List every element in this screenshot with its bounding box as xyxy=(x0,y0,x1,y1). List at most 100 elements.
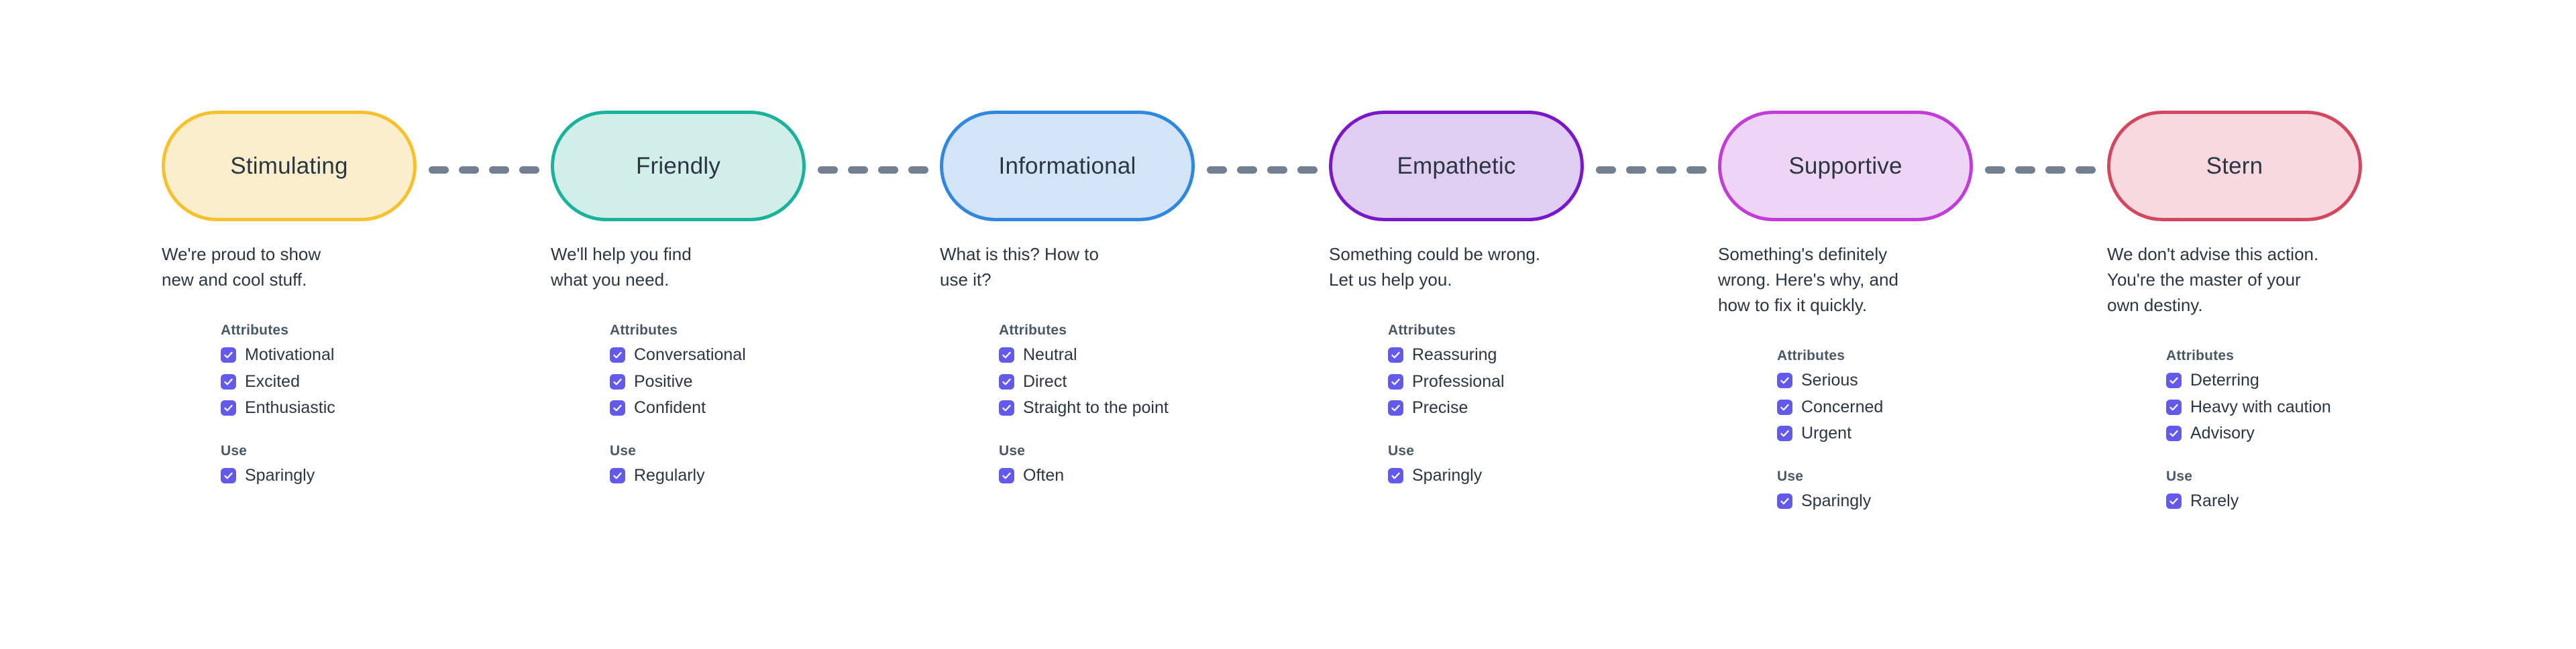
checkmark-icon[interactable] xyxy=(999,400,1014,416)
checkmark-icon[interactable] xyxy=(1777,399,1792,415)
checkbox-label: Serious xyxy=(1801,371,1858,390)
attributes-heading: Attributes xyxy=(999,322,1067,338)
checkbox-row[interactable]: Conversational xyxy=(610,345,806,365)
checkmark-icon[interactable] xyxy=(221,400,236,416)
checkmark-icon[interactable] xyxy=(1388,467,1403,483)
checkmark-icon[interactable] xyxy=(2166,493,2182,509)
checkbox-row[interactable]: Neutral xyxy=(999,345,1195,365)
checkbox-row[interactable]: Deterring xyxy=(2166,371,2362,390)
checkbox-row[interactable]: Sparingly xyxy=(1388,466,1584,485)
use-heading: Use xyxy=(2166,468,2193,484)
connector-dash xyxy=(1297,166,1318,174)
checkmark-icon[interactable] xyxy=(1388,347,1403,363)
connector-dash xyxy=(458,166,479,174)
checkbox-row[interactable]: Motivational xyxy=(221,345,417,365)
tone-description: Something could be wrong. Let us help yo… xyxy=(1329,244,1541,290)
attributes-heading: Attributes xyxy=(1777,348,1845,363)
checkbox-row[interactable]: Professional xyxy=(1388,372,1584,392)
use-heading: Use xyxy=(999,442,1026,459)
checkbox-label: Conversational xyxy=(634,345,746,364)
dashed-line-icon xyxy=(1201,166,1322,174)
checkbox-label: Sparingly xyxy=(1801,491,1872,510)
checkmark-icon[interactable] xyxy=(999,467,1014,483)
connector-dash xyxy=(1267,166,1287,174)
checkbox-label: Regularly xyxy=(634,465,705,485)
checkbox-row[interactable]: Concerned xyxy=(1777,398,1973,417)
checkbox-row[interactable]: Heavy with caution xyxy=(2166,398,2362,417)
checkmark-icon[interactable] xyxy=(999,347,1014,363)
checkbox-label: Reassuring xyxy=(1412,345,1497,364)
tone-description: We'll help you find what you need. xyxy=(551,244,692,290)
tone-pill[interactable]: Empathetic xyxy=(1329,111,1584,221)
connector-dash xyxy=(519,166,539,174)
pill-row: Stimulating xyxy=(162,111,539,221)
tone-pill-label: Informational xyxy=(998,153,1136,179)
tone-pill[interactable]: Stimulating xyxy=(162,111,417,221)
tone-description: We don't advise this action. You're the … xyxy=(2107,244,2319,315)
connector-dash xyxy=(1686,166,1707,174)
checkmark-icon[interactable] xyxy=(2166,426,2182,442)
checkbox-label: Advisory xyxy=(2190,424,2255,442)
checkmark-icon[interactable] xyxy=(1388,373,1403,390)
checkmark-icon[interactable] xyxy=(2166,373,2182,389)
checkmark-icon[interactable] xyxy=(221,347,236,363)
dashed-line-icon xyxy=(1980,166,2100,174)
checkbox-label: Deterring xyxy=(2190,371,2259,390)
checkbox-row[interactable]: Confident xyxy=(610,398,806,418)
checkbox-row[interactable]: Reassuring xyxy=(1388,345,1584,365)
use-heading: Use xyxy=(1388,442,1415,459)
connector-dash xyxy=(488,166,509,174)
checkmark-icon[interactable] xyxy=(1777,426,1792,442)
checkmark-icon[interactable] xyxy=(610,373,625,390)
checkmark-icon[interactable] xyxy=(1777,493,1792,509)
checkmark-icon[interactable] xyxy=(1388,400,1403,416)
checkbox-row[interactable]: Sparingly xyxy=(221,465,417,485)
tone-description: What is this? How to use it? xyxy=(940,244,1099,290)
checkbox-label: Sparingly xyxy=(245,465,315,485)
checkbox-label: Neutral xyxy=(1023,345,1077,364)
connector-dash xyxy=(877,166,898,174)
checkbox-row[interactable]: Urgent xyxy=(1777,424,1973,443)
checkbox-label: Urgent xyxy=(1801,424,1852,442)
checkmark-icon[interactable] xyxy=(610,400,625,416)
checkbox-row[interactable]: Enthusiastic xyxy=(221,398,417,418)
tone-pill[interactable]: Supportive xyxy=(1718,111,1973,221)
checkbox-row[interactable]: Straight to the point xyxy=(999,398,1195,418)
checkmark-icon[interactable] xyxy=(221,467,236,483)
checkbox-row[interactable]: Sparingly xyxy=(1777,491,1973,511)
checkbox-row[interactable]: Regularly xyxy=(610,465,806,485)
tone-pill[interactable]: Informational xyxy=(940,111,1195,221)
use-heading: Use xyxy=(610,442,637,459)
tone-pill[interactable]: Stern xyxy=(2107,111,2362,221)
checkbox-row[interactable]: Precise xyxy=(1388,398,1584,418)
checkbox-row[interactable]: Advisory xyxy=(2166,424,2362,443)
checkbox-row[interactable]: Serious xyxy=(1777,371,1973,390)
tone-pill[interactable]: Friendly xyxy=(551,111,806,221)
checkbox-row[interactable]: Rarely xyxy=(2166,491,2362,511)
checkmark-icon[interactable] xyxy=(610,347,625,363)
tone-description: Something's definitely wrong. Here's why… xyxy=(1718,244,1898,315)
checkbox-row[interactable]: Positive xyxy=(610,372,806,392)
checkmark-icon[interactable] xyxy=(610,467,625,483)
connector-dash xyxy=(908,166,928,174)
checkbox-row[interactable]: Excited xyxy=(221,372,417,392)
checkbox-row[interactable]: Often xyxy=(999,466,1195,485)
checkbox-row[interactable]: Direct xyxy=(999,372,1195,392)
checkmark-icon[interactable] xyxy=(221,373,236,390)
checkmark-icon[interactable] xyxy=(1777,373,1792,389)
checkmark-icon[interactable] xyxy=(2166,399,2182,415)
checkmark-icon[interactable] xyxy=(999,373,1014,390)
